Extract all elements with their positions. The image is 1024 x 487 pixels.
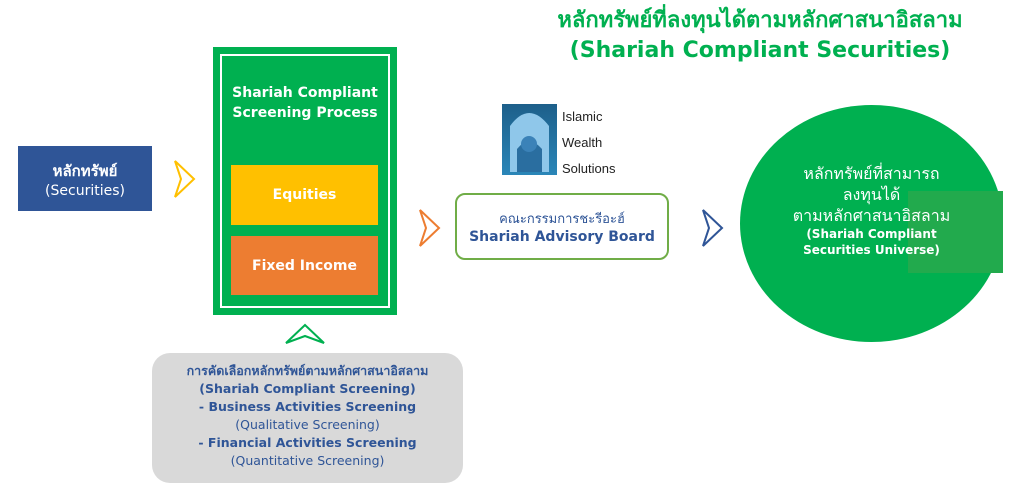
logo-line1: Islamic (562, 109, 603, 124)
process-title-line2: Screening Process (232, 105, 378, 121)
diagram-title: หลักทรัพย์ที่ลงทุนได้ตามหลักศาสนาอิสลาม … (500, 6, 1020, 66)
islamic-wealth-logo (502, 104, 557, 175)
quantitative-label: (Quantitative Screening) (230, 453, 385, 468)
universe-line1: หลักทรัพย์ที่สามารถ (803, 164, 940, 183)
board-english: Shariah Advisory Board (469, 229, 655, 245)
securities-english: (Securities) (45, 182, 125, 199)
securities-universe-circle: หลักทรัพย์ที่สามารถ ลงทุนได้ ตามหลักศาสน… (740, 105, 1003, 342)
process-title: Shariah Compliant Screening Process (219, 83, 391, 123)
chevron-up-icon (285, 323, 325, 344)
equities-box: Equities (231, 165, 378, 225)
universe-line2: ลงทุนได้ (842, 185, 901, 204)
universe-text: หลักทรัพย์ที่สามารถ ลงทุนได้ ตามหลักศาสน… (740, 163, 1003, 258)
universe-line4: (Shariah Compliant (806, 227, 937, 241)
screening-criteria-box: การคัดเลือกหลักทรัพย์ตามหลักศาสนาอิสลาม … (152, 353, 463, 483)
title-thai: หลักทรัพย์ที่ลงทุนได้ตามหลักศาสนาอิสลาม (557, 8, 963, 33)
securities-box: หลักทรัพย์ (Securities) (18, 146, 152, 211)
chevron-right-icon (419, 209, 441, 247)
chevron-right-icon (174, 160, 196, 198)
mosque-icon (510, 113, 549, 172)
universe-line3: ตามหลักศาสนาอิสลาม (792, 206, 951, 225)
financial-screening: - Financial Activities Screening (198, 435, 417, 450)
chevron-right-icon (702, 209, 724, 247)
screening-thai: การคัดเลือกหลักทรัพย์ตามหลักศาสนาอิสลาม (186, 363, 429, 378)
logo-line2: Wealth (562, 135, 603, 150)
securities-thai: หลักทรัพย์ (52, 161, 118, 180)
universe-line5: Securities Universe) (803, 243, 940, 257)
process-title-line1: Shariah Compliant (232, 85, 378, 101)
qualitative-label: (Qualitative Screening) (235, 417, 380, 432)
title-english: (Shariah Compliant Securities) (569, 38, 951, 63)
logo-line3: Solutions (562, 161, 616, 176)
screening-english: (Shariah Compliant Screening) (199, 381, 416, 396)
logo-text: Islamic Wealth Solutions (562, 104, 615, 182)
advisory-board-box: คณะกรรมการชะรีอะฮ์ Shariah Advisory Boar… (455, 193, 669, 260)
fixed-income-box: Fixed Income (231, 236, 378, 295)
overlay-rect (908, 191, 1003, 273)
board-thai: คณะกรรมการชะรีอะฮ์ (499, 212, 625, 227)
business-screening: - Business Activities Screening (198, 399, 417, 414)
screening-process-box: Shariah Compliant Screening Process Equi… (213, 47, 397, 315)
